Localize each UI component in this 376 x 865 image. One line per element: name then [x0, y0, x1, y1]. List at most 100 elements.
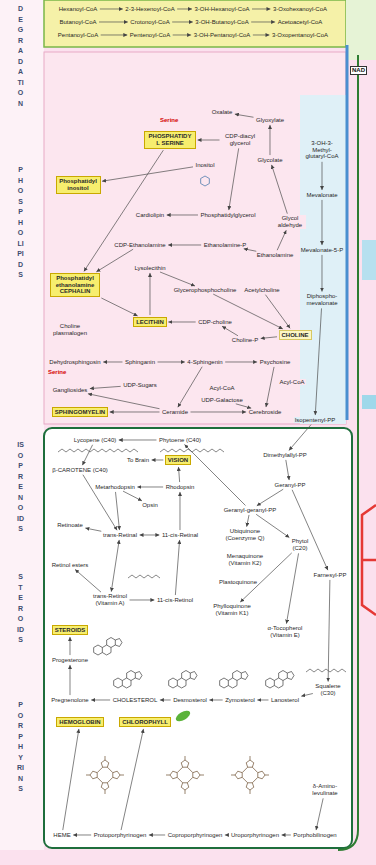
node-text: UDP-Sugars	[123, 382, 157, 389]
cut-off-panel	[362, 240, 376, 280]
node-text: Menaquinone	[227, 553, 263, 560]
degradation-band	[44, 0, 346, 47]
node-text: Ethanolamine	[257, 252, 294, 259]
node-text: Zymosterol	[225, 697, 255, 704]
reaction-arrow	[173, 34, 191, 35]
node-text: Lanosterol	[271, 697, 299, 704]
node-text: α-Tocopherol	[268, 625, 303, 632]
node-text: Psychosine	[260, 359, 291, 366]
compound-node: Plastoquinone	[218, 579, 258, 586]
compound-node: 3-OH-Hexanoyl-CoA	[193, 6, 250, 13]
reaction-arrow	[130, 599, 155, 600]
node-text: VISION	[168, 457, 188, 464]
node-text: CHOLESTEROL	[113, 697, 158, 704]
right-corner-panel	[346, 0, 376, 60]
compound-node: β-CAROTENE (C40)	[51, 467, 108, 474]
node-text: β-CAROTENE (C40)	[52, 467, 107, 474]
reaction-arrow	[110, 411, 160, 412]
node-text: Porphobilinogen	[293, 832, 336, 839]
highlight-box: Phosphatidyl inositol	[56, 176, 101, 194]
node-text: Coproporphyrinogen	[168, 832, 223, 839]
highlight-box: CHLOROPHYLL	[119, 717, 171, 728]
section-title: STEROIDS	[17, 572, 24, 646]
reaction-arrow	[251, 21, 275, 22]
reaction-arrow	[289, 425, 311, 451]
compound-node: Cardiolipin	[135, 212, 165, 219]
reaction-arrow	[149, 273, 150, 315]
compound-node: Uroporphyrinogen	[230, 832, 280, 839]
node-text: Opsin	[142, 502, 158, 509]
reaction-arrow	[286, 553, 298, 623]
node-text: Desmosterol	[173, 697, 207, 704]
compound-node: Ethanolamine	[256, 252, 295, 259]
node-text: (C20)	[292, 545, 309, 552]
node-text: Mevalonate	[306, 192, 337, 199]
section-strip	[0, 0, 44, 850]
compound-node: CDP-choline	[197, 319, 233, 326]
compound-node: Butanoyl-CoA	[58, 19, 97, 26]
compound-node: Pentenoyl-CoA	[129, 32, 171, 39]
node-text: Mevalonate-5-P	[301, 247, 343, 254]
highlight-box: PHOSPHATIDYL SERINE	[144, 131, 196, 149]
node-text: To Brain	[127, 457, 149, 464]
reaction-arrow	[70, 665, 71, 695]
compound-node: HEME	[52, 832, 71, 839]
compound-node: Dehydrosphingosin	[48, 359, 101, 366]
compound-node: Sphinganin	[124, 359, 156, 366]
node-text: Farnesyl-PP	[313, 572, 346, 579]
mevalonate-column	[300, 95, 346, 424]
reaction-arrow	[225, 361, 257, 362]
compound-node: CHOLESTEROL	[112, 697, 159, 704]
node-text: Gangliosides	[53, 387, 88, 394]
reaction-arrow	[179, 492, 180, 530]
node-text: Butanoyl-CoA	[59, 19, 96, 26]
reaction-arrow	[100, 8, 123, 9]
isoprenoid-panel	[44, 428, 352, 848]
compound-node: CDP-Ethanolamine	[113, 242, 166, 249]
green-border-line	[338, 55, 358, 850]
cut-off-panel	[362, 395, 376, 409]
reaction-arrow	[198, 140, 220, 141]
reaction-arrow	[265, 295, 290, 329]
reaction-arrow	[328, 580, 330, 682]
compound-node: trans-Retinal	[102, 532, 138, 539]
compound-node: Opsin	[141, 502, 159, 509]
node-text: trans-Retinal	[103, 532, 137, 539]
compound-node: Geranyl-geranyl-PP	[223, 507, 278, 514]
compound-node: Mevalonate	[305, 192, 338, 199]
node-text: Crotonoyl-CoA	[130, 19, 169, 26]
node-text: δ-Amino-levulinate	[309, 783, 342, 797]
compound-node: Coproporphyrinogen	[167, 832, 224, 839]
node-text: Plastoquinone	[219, 579, 257, 586]
compound-node: 3-OH-3-Methyl-glutaryl-CoA	[301, 140, 343, 161]
node-text: Metarhodopsin	[95, 484, 135, 491]
amino-acid-label: Serine	[160, 117, 178, 124]
node-text: 3-OH-3-Methyl-glutaryl-CoA	[302, 140, 342, 161]
node-text: SPHINGOMYELIN	[55, 409, 105, 416]
phospholipid-panel	[44, 52, 346, 424]
compound-node: 3-OH-Butanoyl-CoA	[194, 19, 249, 26]
compound-node: Glycol aldehyde	[274, 215, 306, 229]
reaction-arrow	[167, 214, 198, 215]
node-text: Sphinganin	[125, 359, 155, 366]
porphyrin-ring	[166, 756, 204, 794]
reaction-arrow	[185, 444, 246, 505]
node-text: 2-3-Hexenoyl-CoA	[125, 6, 174, 13]
compound-node: 11-cis-Retinol	[156, 597, 194, 604]
reaction-arrow	[229, 148, 239, 210]
reaction-arrow	[69, 637, 70, 655]
compound-node: Glycolate	[256, 157, 283, 164]
compound-node: To Brain	[126, 457, 150, 464]
node-text: 3-OH-Pentanoyl-CoA	[194, 32, 251, 39]
compound-node: 3-OH-Pentanoyl-CoA	[193, 32, 252, 39]
reaction-arrow	[119, 439, 157, 440]
node-text: STEROIDS	[55, 627, 86, 634]
node-text: Glyoxylate	[256, 117, 284, 124]
reaction-arrow	[101, 298, 137, 316]
compound-node: Protoporphyrinogen	[93, 832, 148, 839]
reaction-arrow	[261, 337, 277, 339]
compound-node: Ceramide	[161, 409, 189, 416]
